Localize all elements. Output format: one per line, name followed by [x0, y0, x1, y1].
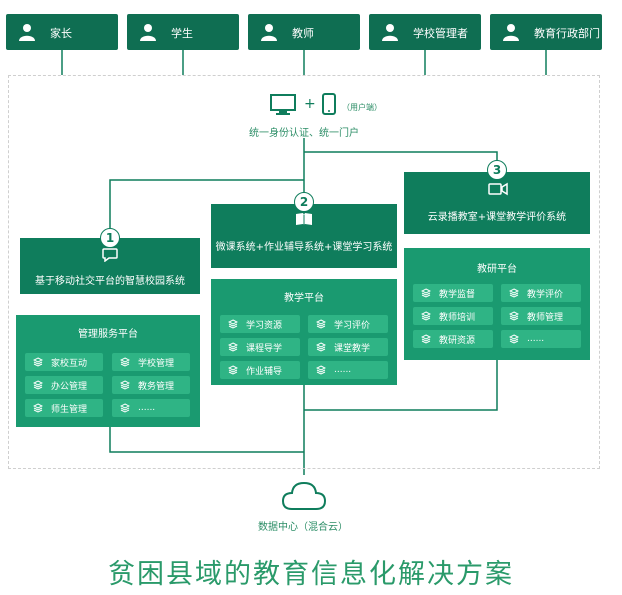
layers-icon: [228, 319, 238, 329]
layers-icon: [33, 380, 43, 390]
management-item: 学校管理: [112, 353, 190, 371]
layers-icon: [421, 334, 431, 344]
role-label: 教育行政部门: [534, 27, 600, 40]
layers-icon: [120, 357, 130, 367]
plus-icon: +: [304, 96, 316, 112]
person-icon: [382, 24, 398, 41]
management-item: 师生管理: [25, 399, 103, 417]
system-3-box: 云录播教室+课堂教学评价系统: [404, 172, 590, 234]
monitor-icon: [270, 94, 296, 115]
research-item: ......: [501, 330, 581, 348]
system-1-badge: 1: [100, 228, 120, 248]
research-item: 教研资源: [413, 330, 493, 348]
layers-icon: [509, 311, 519, 321]
teaching-item: ......: [308, 361, 388, 379]
person-icon: [261, 24, 277, 41]
person-icon: [503, 24, 519, 41]
layers-icon: [316, 365, 326, 375]
system-frame: [8, 75, 600, 469]
user-end-note: （用户端）: [342, 103, 382, 112]
phone-icon: [322, 93, 336, 115]
system-2-badge: 2: [294, 192, 314, 212]
book-icon: [296, 213, 312, 225]
research-item: 教师培训: [413, 307, 493, 325]
person-icon: [140, 24, 156, 41]
teaching-item: 学习资源: [220, 315, 300, 333]
layers-icon: [509, 334, 519, 344]
role-label: 家长: [50, 27, 72, 40]
layers-icon: [509, 288, 519, 298]
layers-icon: [316, 342, 326, 352]
management-platform: 管理服务平台 家校互动 学校管理 办公管理 教务管理 师生管理 ......: [16, 315, 200, 427]
person-icon: [19, 24, 35, 41]
management-item: 教务管理: [112, 376, 190, 394]
research-item: 教学评价: [501, 284, 581, 302]
layers-icon: [120, 380, 130, 390]
chat-bubble-icon: [102, 248, 118, 262]
teaching-platform: 教学平台 学习资源 学习评价 课程导学 课堂教学 作业辅导 ......: [211, 279, 397, 385]
role-parent: 家长: [6, 14, 118, 50]
teaching-platform-title: 教学平台: [284, 293, 324, 304]
research-platform: 教研平台 教学监督 教学评价 教师培训 教师管理 教研资源 ......: [404, 248, 590, 360]
user-end-caption: 统一身份认证、统一门户: [249, 128, 359, 139]
role-label: 学校管理者: [413, 27, 468, 40]
layers-icon: [421, 288, 431, 298]
system-2-label: 微课系统+作业辅导系统+课堂学习系统: [215, 242, 393, 253]
layers-icon: [120, 403, 130, 413]
video-camera-icon: [488, 182, 508, 196]
layers-icon: [228, 365, 238, 375]
management-platform-title: 管理服务平台: [78, 329, 138, 340]
role-education-dept: 教育行政部门: [490, 14, 602, 50]
data-center-label: 数据中心（混合云）: [258, 522, 348, 533]
page-title: 贫困县域的教育信息化解决方案: [108, 559, 514, 590]
system-1-label: 基于移动社交平台的智慧校园系统: [35, 276, 185, 287]
teaching-item: 课程导学: [220, 338, 300, 356]
layers-icon: [33, 357, 43, 367]
management-item: ......: [112, 399, 190, 417]
teaching-item: 课堂教学: [308, 338, 388, 356]
research-item: 教学监督: [413, 284, 493, 302]
system-2-box: 微课系统+作业辅导系统+课堂学习系统: [211, 204, 397, 268]
layers-icon: [421, 311, 431, 321]
layers-icon: [228, 342, 238, 352]
system-3-label: 云录播教室+课堂教学评价系统: [427, 212, 567, 223]
system-3-badge: 3: [487, 160, 507, 180]
role-school-admin: 学校管理者: [369, 14, 481, 50]
role-label: 学生: [171, 27, 193, 40]
layers-icon: [316, 319, 326, 329]
research-platform-title: 教研平台: [477, 264, 517, 275]
research-item: 教师管理: [501, 307, 581, 325]
role-student: 学生: [127, 14, 239, 50]
teaching-item: 作业辅导: [220, 361, 300, 379]
layers-icon: [33, 403, 43, 413]
management-item: 办公管理: [25, 376, 103, 394]
teaching-item: 学习评价: [308, 315, 388, 333]
management-item: 家校互动: [25, 353, 103, 371]
role-label: 教师: [292, 27, 314, 40]
cloud-icon: [281, 481, 327, 510]
role-teacher: 教师: [248, 14, 360, 50]
